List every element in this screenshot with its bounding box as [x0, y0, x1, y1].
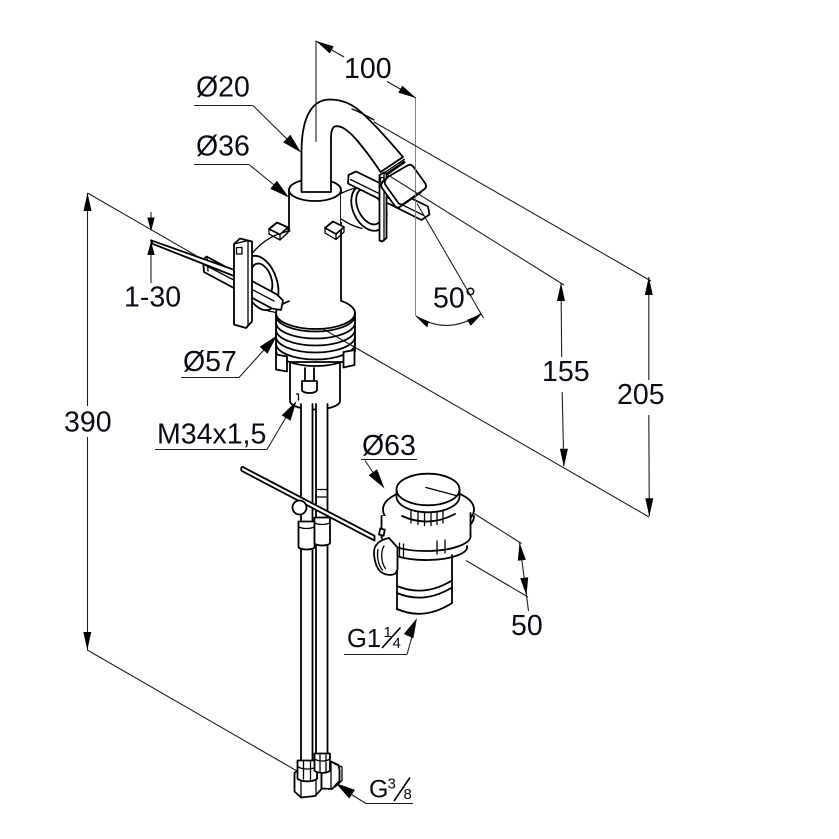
svg-text:50°: 50°: [433, 283, 476, 315]
svg-text:390: 390: [64, 407, 112, 439]
svg-text:Ø63: Ø63: [362, 430, 416, 462]
svg-text:8: 8: [404, 786, 412, 803]
svg-text:4: 4: [393, 635, 401, 652]
svg-text:50: 50: [511, 610, 543, 642]
svg-text:Ø57: Ø57: [183, 346, 237, 378]
svg-text:1-30: 1-30: [124, 282, 181, 314]
svg-text:205: 205: [617, 379, 665, 411]
svg-text:G1: G1: [347, 625, 381, 653]
svg-text:3: 3: [388, 776, 396, 793]
svg-text:1: 1: [384, 624, 392, 641]
svg-text:100: 100: [344, 53, 392, 85]
svg-text:G: G: [369, 776, 388, 804]
svg-text:Ø20: Ø20: [196, 72, 250, 104]
svg-text:Ø36: Ø36: [196, 131, 250, 163]
svg-text:M34x1,5: M34x1,5: [157, 419, 266, 451]
svg-text:155: 155: [542, 356, 590, 388]
